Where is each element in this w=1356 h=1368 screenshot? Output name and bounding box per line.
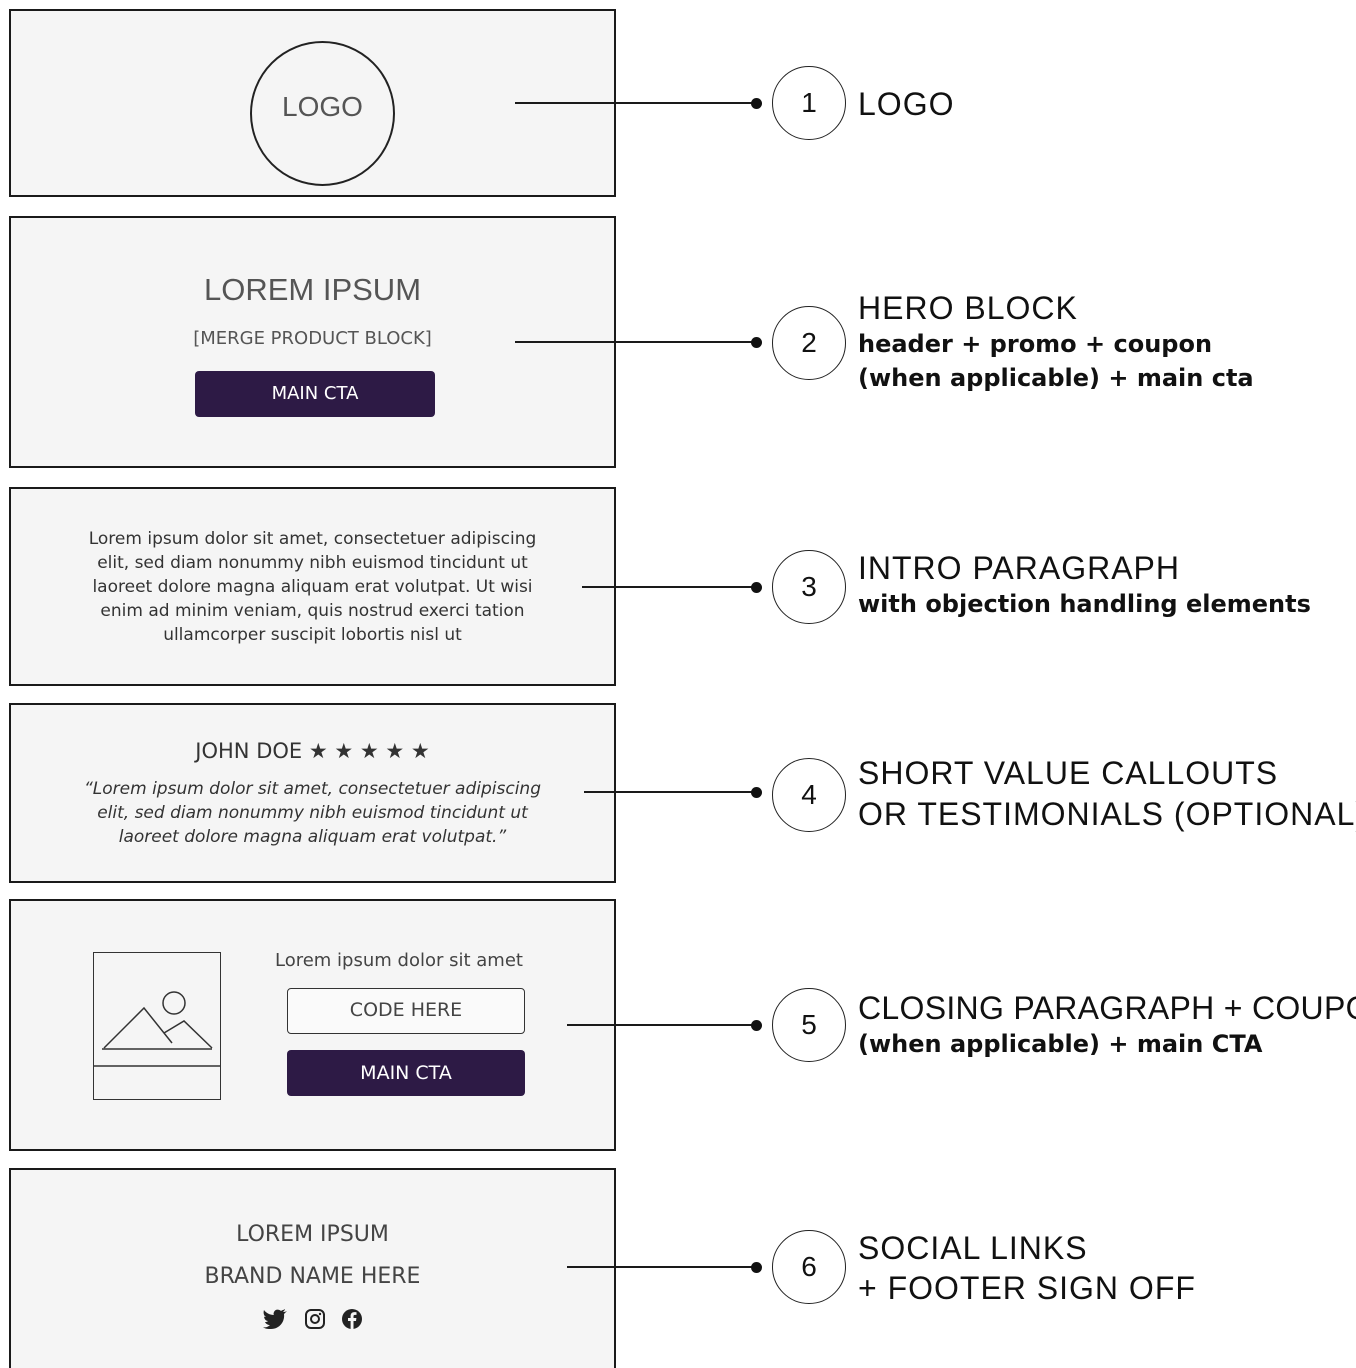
- callout-number-5: 5: [772, 988, 846, 1062]
- connector-line-6: [567, 1266, 756, 1268]
- callout-title-5: CLOSING PARAGRAPH + COUPON: [858, 990, 1356, 1026]
- footer-block: LOREM IPSUM BRAND NAME HERE: [9, 1168, 616, 1368]
- callout-title-2: HERO BLOCK: [858, 290, 1078, 326]
- mountain-sun-icon: [94, 991, 220, 1067]
- closing-text: Lorem ipsum dolor sit amet: [275, 950, 523, 971]
- connector-line-1: [515, 102, 756, 104]
- merge-product-block: [MERGE PRODUCT BLOCK]: [193, 328, 432, 349]
- connector-line-4: [584, 791, 756, 793]
- quote-line: laoreet dolore magna aliquam erat volutp…: [118, 827, 507, 847]
- callout-subtitle-3: with objection handling elements: [858, 590, 1311, 618]
- hero-block: LOREM IPSUM [MERGE PRODUCT BLOCK] MAIN C…: [9, 216, 616, 468]
- logo-block: LOGO: [9, 9, 616, 197]
- callout-title-6b: + FOOTER SIGN OFF: [858, 1270, 1196, 1306]
- footer-line-1: LOREM IPSUM: [236, 1222, 389, 1247]
- connector-line-3: [582, 586, 756, 588]
- testimonial-quote: “Lorem ipsum dolor sit amet, consectetue…: [11, 777, 614, 849]
- coupon-code-box[interactable]: CODE HERE: [287, 988, 525, 1034]
- connector-dot-3: [751, 582, 762, 593]
- hero-title: LOREM IPSUM: [203, 272, 422, 307]
- connector-line-2: [515, 341, 756, 343]
- callout-number-6: 6: [772, 1230, 846, 1304]
- intro-line: Lorem ipsum dolor sit amet, consectetuer…: [88, 529, 537, 549]
- hero-main-cta-button[interactable]: MAIN CTA: [195, 371, 435, 417]
- connector-line-5: [567, 1024, 756, 1026]
- intro-line: enim ad minim veniam, quis nostrud exerc…: [100, 601, 525, 621]
- callout-title-4b: OR TESTIMONIALS (OPTIONAL): [858, 796, 1356, 832]
- connector-dot-5: [751, 1020, 762, 1031]
- twitter-icon[interactable]: [262, 1308, 288, 1336]
- connector-dot-4: [751, 787, 762, 798]
- connector-dot-2: [751, 337, 762, 348]
- logo-placeholder: LOGO: [250, 41, 395, 186]
- social-links: [11, 1308, 614, 1336]
- star-rating: ★ ★ ★ ★ ★: [308, 739, 430, 763]
- image-placeholder-icon: [93, 952, 221, 1100]
- callout-subtitle-5: (when applicable) + main CTA: [858, 1030, 1263, 1058]
- logo-text: LOGO: [282, 91, 363, 122]
- testimonial-block: JOHN DOE ★ ★ ★ ★ ★ “Lorem ipsum dolor si…: [9, 703, 616, 883]
- quote-line: elit, sed diam nonummy nibh euismod tinc…: [97, 803, 528, 823]
- connector-dot-1: [751, 98, 762, 109]
- intro-line: ullamcorper suscipit lobortis nisl ut: [163, 625, 462, 645]
- closing-main-cta-button[interactable]: MAIN CTA: [287, 1050, 525, 1096]
- callout-number-1: 1: [772, 66, 846, 140]
- callout-subtitle-2a: header + promo + coupon: [858, 330, 1213, 358]
- callout-number-3: 3: [772, 550, 846, 624]
- closing-block: Lorem ipsum dolor sit amet CODE HERE MAI…: [9, 899, 616, 1151]
- callout-number-4: 4: [772, 758, 846, 832]
- callout-title-1: LOGO: [858, 86, 955, 122]
- connector-dot-6: [751, 1262, 762, 1273]
- callout-title-3: INTRO PARAGRAPH: [858, 550, 1180, 586]
- testimonial-header: JOHN DOE ★ ★ ★ ★ ★: [11, 739, 614, 763]
- intro-paragraph: Lorem ipsum dolor sit amet, consectetuer…: [11, 527, 614, 647]
- instagram-icon[interactable]: [304, 1308, 326, 1336]
- facebook-icon[interactable]: [341, 1308, 363, 1336]
- testimonial-name: JOHN DOE: [195, 739, 303, 763]
- callout-number-2: 2: [772, 306, 846, 380]
- callout-title-6a: SOCIAL LINKS: [858, 1230, 1088, 1266]
- callout-subtitle-2b: (when applicable) + main cta: [858, 364, 1254, 392]
- intro-block: Lorem ipsum dolor sit amet, consectetuer…: [9, 487, 616, 686]
- intro-line: elit, sed diam nonummy nibh euismod tinc…: [97, 553, 528, 573]
- footer-brand-name: BRAND NAME HERE: [204, 1264, 421, 1289]
- quote-line: “Lorem ipsum dolor sit amet, consectetue…: [83, 779, 541, 799]
- callout-title-4a: SHORT VALUE CALLOUTS: [858, 755, 1279, 791]
- intro-line: laoreet dolore magna aliquam erat volutp…: [92, 577, 533, 597]
